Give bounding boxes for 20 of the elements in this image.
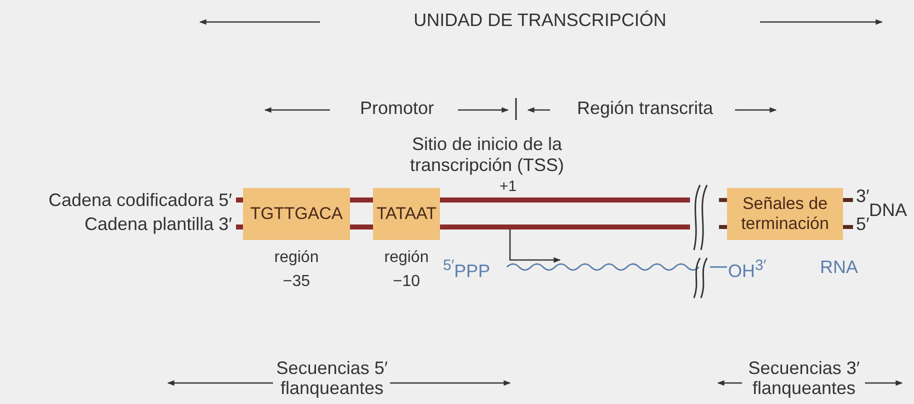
sequence-label: TATAAT (376, 204, 437, 224)
section-title: UNIDAD DE TRANSCRIPCIÓN (412, 10, 668, 31)
sequence-label: TGTTGACA (250, 204, 343, 224)
region-label: región −35 (273, 248, 320, 292)
sequence-label: Señales de terminación (740, 194, 830, 234)
region-label: Promotor (358, 98, 436, 119)
strand-label: Cadena codificadora 5′ (48, 190, 232, 211)
molecule-label: RNA (820, 257, 858, 278)
end-label: 5′ (856, 214, 870, 235)
region-label: Región transcrita (576, 98, 714, 119)
end-label: 3′ (856, 186, 870, 207)
molecule-label: DNA (869, 200, 908, 221)
region-label: región −10 (383, 248, 430, 292)
end-label: $^{5′}$PPP (443, 256, 492, 282)
flanking-label: Secuencias 5′ flanqueantes (276, 358, 388, 398)
annotation-label: Sitio de inicio de la transcripción (TSS) (408, 134, 566, 176)
position-label: +1 (498, 177, 518, 197)
termination-box (727, 188, 843, 240)
end-label: OH$^{3′}$ (728, 256, 768, 282)
strand-label: Cadena plantilla 3′ (84, 214, 232, 235)
